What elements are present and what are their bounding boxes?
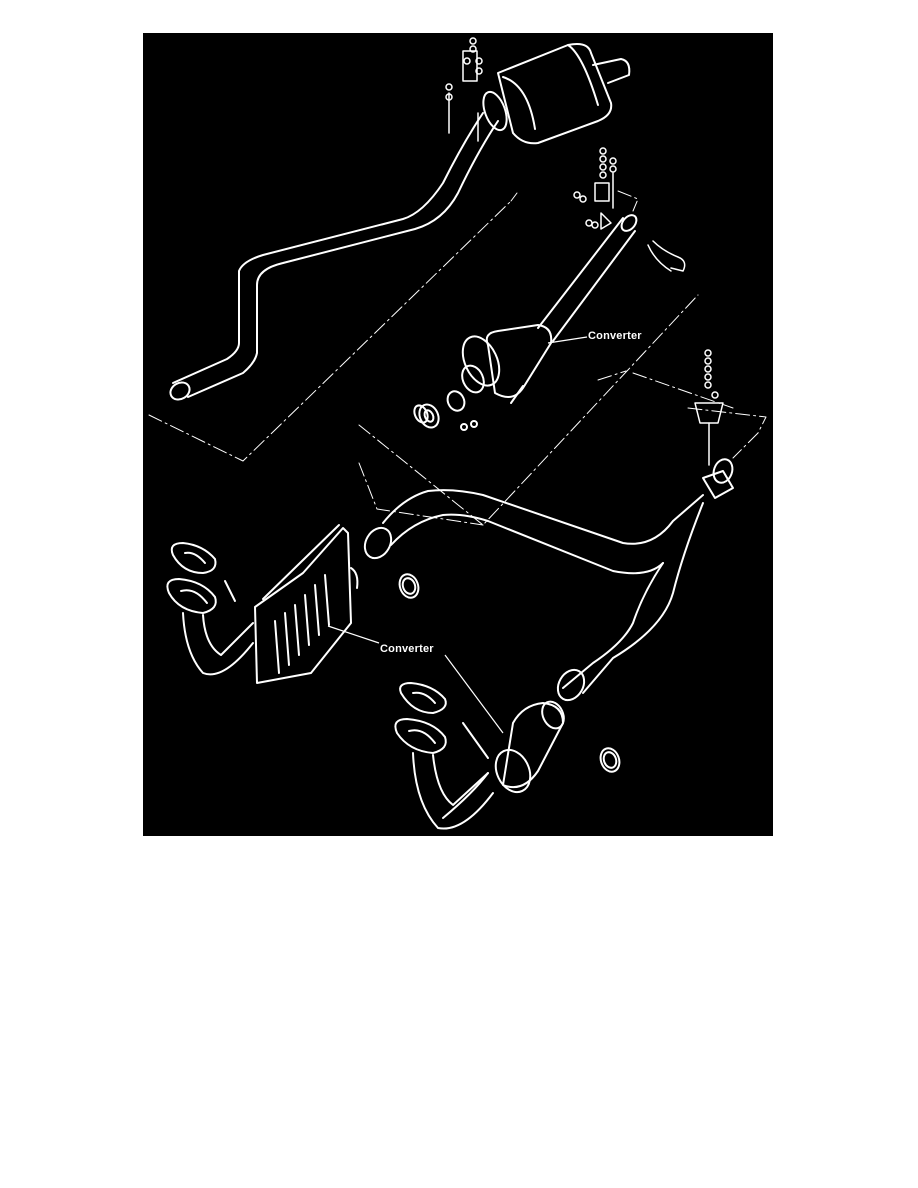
exhaust-diagram-panel: Converter Converter bbox=[143, 33, 773, 836]
center-hanger-and-u-bolt bbox=[573, 147, 686, 272]
tail-pipe bbox=[169, 112, 499, 401]
upper-hanger-bolts bbox=[445, 37, 483, 142]
exhaust-system-drawing bbox=[148, 37, 767, 830]
alignment-guides bbox=[148, 190, 767, 526]
right-hanger-bolts bbox=[694, 349, 724, 466]
pipe-clamps bbox=[398, 404, 621, 773]
label-leader-lines bbox=[327, 336, 588, 734]
converter-label-upper: Converter bbox=[588, 330, 642, 342]
intermediate-pipe-converter bbox=[418, 214, 638, 431]
left-converter bbox=[254, 524, 359, 684]
left-manifold-flange bbox=[166, 542, 254, 676]
y-pipe bbox=[363, 458, 734, 702]
right-manifold-flange bbox=[394, 682, 494, 830]
converter-label-lower: Converter bbox=[380, 643, 434, 655]
rear-muffler bbox=[482, 43, 631, 145]
